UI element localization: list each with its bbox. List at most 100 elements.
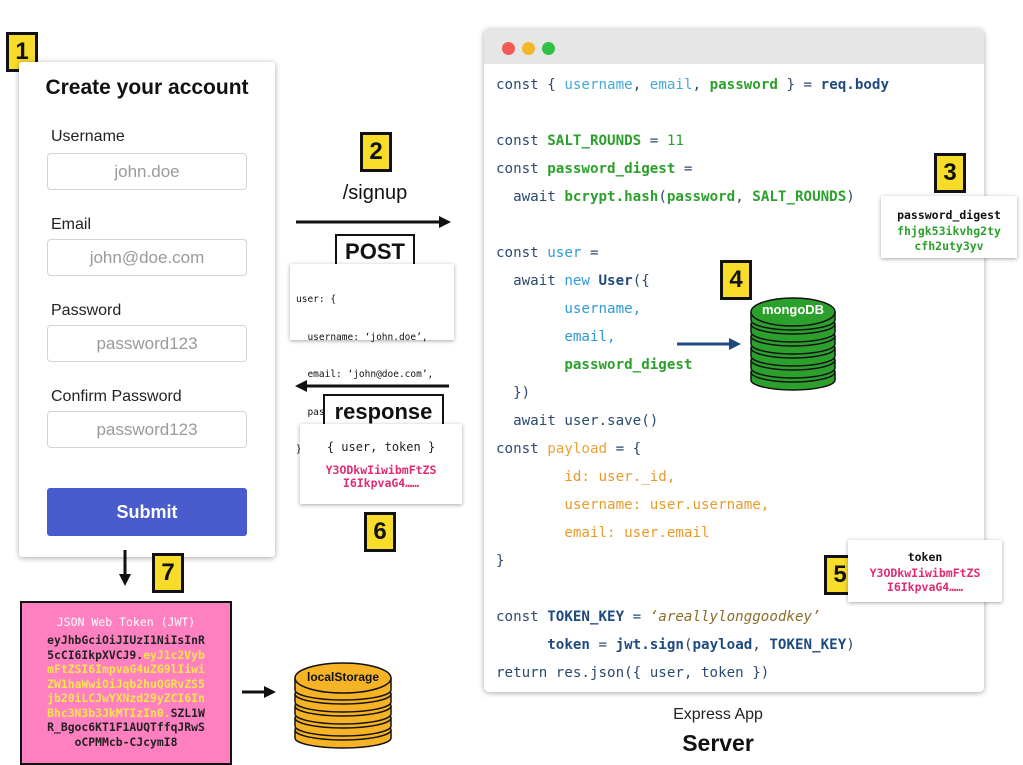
request-body-line: } xyxy=(296,444,302,455)
request-body-line: username: ‘john.doe’, xyxy=(296,331,428,343)
code-token: TOKEN_KEY xyxy=(547,609,625,625)
jwt-line: oCPMMcb-CJcymI8 xyxy=(22,735,230,750)
window-titlebar xyxy=(484,29,984,64)
code-token: token xyxy=(547,637,590,653)
code-token: TOKEN_KEY xyxy=(769,637,847,653)
jwt-segment: 5cCI6IkpXVCJ9. xyxy=(47,647,144,662)
code-token: req.body xyxy=(820,77,889,93)
code-line: }) xyxy=(496,379,889,407)
request-body-line: email: ‘john@doe.com’, xyxy=(296,369,434,380)
code-token: , xyxy=(632,77,650,93)
code-line: username: user.username, xyxy=(496,491,889,519)
jwt-segment: mFtZSI6ImpvaG4uZG9lIiwi xyxy=(47,662,205,676)
code-token: payload xyxy=(692,637,753,653)
signup-form-card: Create your account Username Email Passw… xyxy=(19,62,275,557)
request-body-box: user: { username: ‘john.doe’, email: ‘jo… xyxy=(290,264,454,455)
response-body-box: { user, token } Y3ODkwIiwibmFtZS I6Ikpva… xyxy=(300,424,462,504)
code-token: bcrypt.hash xyxy=(564,189,659,205)
code-token: user._id, xyxy=(598,469,676,485)
code-token: user xyxy=(547,245,582,261)
code-token: const xyxy=(496,133,548,149)
jwt-segment: R_Bgoc6KT1F1AUQTffqJRwS xyxy=(47,720,205,734)
code-token: }) xyxy=(496,385,531,401)
code-line: await user.save() xyxy=(496,407,889,435)
mongodb-label: mongoDB xyxy=(761,302,825,317)
maximize-dot-icon[interactable] xyxy=(542,42,555,55)
mongodb-icon xyxy=(750,297,836,391)
code-token xyxy=(496,357,564,373)
token-label: token xyxy=(907,550,943,564)
email-input[interactable] xyxy=(47,239,247,276)
code-token: username xyxy=(564,77,633,93)
jwt-line: eyJhbGciOiJIUzI1NiIsInR xyxy=(22,633,230,648)
close-dot-icon[interactable] xyxy=(502,42,515,55)
email-label: Email xyxy=(51,216,92,233)
code-token: , xyxy=(735,189,753,205)
code-line: const payload = { xyxy=(496,435,889,463)
code-token: SALT_ROUNDS xyxy=(547,133,642,149)
code-line: return res.json({ user, token }) xyxy=(496,659,889,687)
step-2-badge: 2 xyxy=(360,132,392,172)
code-line: password_digest xyxy=(496,351,889,379)
code-token: new xyxy=(564,273,599,289)
password-label: Password xyxy=(51,302,122,319)
token-value-line: Y3ODkwIiwibmFtZS xyxy=(869,566,981,580)
code-line: token = jwt.sign(payload, TOKEN_KEY) xyxy=(496,631,889,659)
jwt-line: ZW1haWwiOiJqb2huQGRvZS5 xyxy=(22,677,230,692)
code-token: SALT_ROUNDS xyxy=(752,189,847,205)
jwt-title: JSON Web Token (JWT) xyxy=(56,615,196,629)
code-token: id: xyxy=(496,469,599,485)
code-token: password_digest xyxy=(564,357,693,373)
username-label: Username xyxy=(51,128,125,145)
jwt-line: R_Bgoc6KT1F1AUQTffqJRwS xyxy=(22,720,230,735)
submit-button[interactable]: Submit xyxy=(47,488,247,536)
minimize-dot-icon[interactable] xyxy=(522,42,535,55)
code-token: await xyxy=(496,273,565,289)
code-token: user.username, xyxy=(649,497,770,513)
code-token: } = xyxy=(777,77,821,93)
code-token: const xyxy=(496,161,548,177)
code-token: return res.json({ user, token }) xyxy=(496,665,770,681)
confirm-password-input[interactable] xyxy=(47,411,247,448)
code-token: const xyxy=(496,609,548,625)
code-line: email, xyxy=(496,323,889,351)
code-token: password xyxy=(709,77,778,93)
code-line: id: user._id, xyxy=(496,463,889,491)
jwt-line: Bhc3N3b3JkMTIzIn0.SZL1W xyxy=(22,706,230,721)
code-token: ( xyxy=(683,637,693,653)
jwt-line: 5cCI6IkpXVCJ9.eyJ1c2Vyb xyxy=(22,648,230,663)
code-token: const { xyxy=(496,77,565,93)
password-input[interactable] xyxy=(47,325,247,362)
code-line xyxy=(496,99,889,127)
code-token: payload xyxy=(547,441,608,457)
response-token-line: Y3ODkwIiwibmFtZS xyxy=(325,463,437,477)
username-input[interactable] xyxy=(47,153,247,190)
code-token: = xyxy=(624,609,650,625)
code-token: = xyxy=(581,245,599,261)
digest-value-line: fhjgk53ikvhg2ty xyxy=(897,224,1001,238)
code-line: username, xyxy=(496,295,889,323)
code-token: = xyxy=(589,637,616,653)
code-token: email: xyxy=(496,525,625,541)
code-token: jwt.sign xyxy=(615,637,684,653)
code-line xyxy=(496,211,889,239)
code-token: = { xyxy=(607,441,642,457)
jwt-segment: eyJ1c2Vyb xyxy=(143,647,205,662)
jwt-down-arrow xyxy=(119,550,131,586)
code-token: User xyxy=(598,273,633,289)
code-token: password xyxy=(666,189,736,205)
jwt-segment: SZL1W xyxy=(170,705,205,720)
code-line: const user = xyxy=(496,239,889,267)
token-box: token Y3ODkwIiwibmFtZS I6IkpvaG4…… xyxy=(848,540,1002,602)
code-line: const TOKEN_KEY = ‘areallylonggoodkey’ xyxy=(496,603,889,631)
digest-value-line: cfh2uty3yv xyxy=(914,239,984,253)
code-line: const { username, email, password } = re… xyxy=(496,71,889,99)
code-block: const { username, email, password } = re… xyxy=(496,71,889,687)
code-token: await user.save() xyxy=(496,413,659,429)
code-token: ) xyxy=(846,189,855,205)
code-token xyxy=(496,329,564,345)
step-4-badge: 4 xyxy=(720,260,752,300)
storage-arrow xyxy=(242,686,276,698)
code-line: await new User({ xyxy=(496,267,889,295)
jwt-line: mFtZSI6ImpvaG4uZG9lIiwi xyxy=(22,662,230,677)
